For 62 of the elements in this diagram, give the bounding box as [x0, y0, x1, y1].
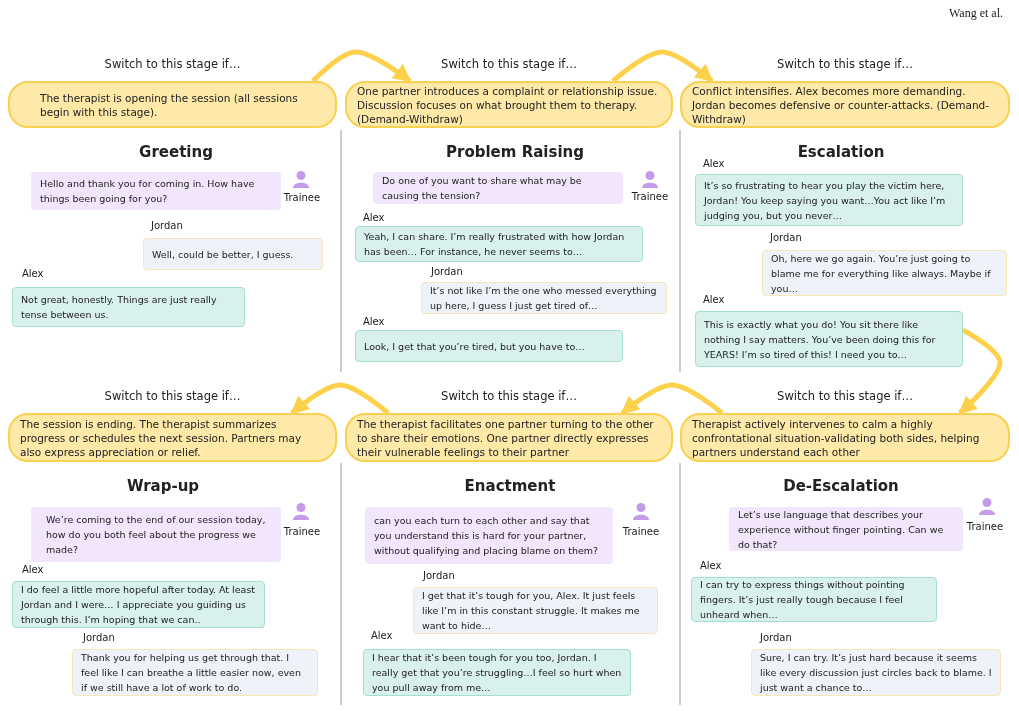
stage-title: De-Escalation: [783, 477, 899, 495]
alex-message-bubble: This is exactly what you do! You sit there like nothing I say matters. You’ve been doing this for YEARS! I’m so tired of this! I need you to…: [695, 311, 963, 367]
alex-message-bubble: I hear that it’s been tough for you too, Jordan. I really get that you’re struggling…I feel so hurt when you pull away from me…: [363, 649, 631, 696]
alex-message-bubble: I can try to express things without pointing fingers. It’s just really tough because I feel unheard when…: [691, 577, 937, 622]
condition-box: One partner introduces a complaint or relationship issue. Discussion focuses on what brought them to therapy. (Demand-Withdraw): [345, 81, 673, 128]
speaker-name: Trainee: [283, 192, 321, 203]
speaker-name: Alex: [371, 630, 393, 641]
condition-box: Therapist actively intervenes to calm a highly confrontational situation-validating both sides, helping partners understand each other: [680, 413, 1010, 462]
speaker-name: Jordan: [770, 232, 802, 243]
curved-arrow: [311, 49, 412, 83]
curved-arrow: [958, 327, 1003, 415]
stage-switch-prompt: Switch to this stage if…: [104, 57, 241, 71]
speaker-name: Jordan: [151, 220, 183, 231]
trainee-message-bubble: Hello and thank you for coming in. How have things been going for you?: [31, 172, 281, 210]
speaker-name: Alex: [700, 560, 722, 571]
speaker-name: Trainee: [283, 526, 321, 537]
jordan-message-bubble: Thank you for helping us get through that. I feel like I can breathe a little easier now, even if we still have a lot of work to do.: [72, 649, 318, 696]
jordan-message-bubble: Sure, I can try. It’s just hard because it seems like every discussion just circles back to blame. I just want a chance to…: [751, 649, 1001, 696]
condition-box: The therapist facilitates one partner turning to the other to share their emotions. One partner directly expresses their vulnerable feelings to their partner: [345, 413, 673, 462]
alex-message-bubble: It’s so frustrating to hear you play the victim here, Jordan! You keep saying you want…You act like I’m judging you, but you never…: [695, 174, 963, 226]
stage-switch-prompt: Switch to this stage if…: [777, 57, 913, 71]
alex-message-bubble: Look, I get that you’re tired, but you have to…: [355, 330, 623, 362]
trainee-message-bubble: Let’s use language that describes your experience without finger pointing. Can we do that?: [729, 507, 963, 551]
alex-message-bubble: Not great, honestly. Things are just really tense between us.: [12, 287, 245, 327]
jordan-message-bubble: Oh, here we go again. You’re just going to blame me for everything like always. Maybe if you…: [762, 250, 1007, 296]
jordan-message-bubble: Well, could be better, I guess.: [143, 238, 323, 270]
curved-arrow: [611, 49, 714, 83]
speaker-name: Jordan: [83, 632, 115, 643]
speaker-name: Trainee: [631, 191, 669, 202]
stage-switch-prompt: Switch to this stage if…: [104, 389, 241, 403]
stage-title: Wrap-up: [126, 477, 200, 495]
speaker-name: Jordan: [760, 632, 792, 643]
speaker-name: Alex: [363, 212, 385, 223]
curved-arrow: [620, 382, 724, 415]
speaker-name: Alex: [22, 564, 44, 575]
jordan-message-bubble: I get that it’s tough for you, Alex. It just feels like I’m in this constant struggle. It makes me want to hide…: [413, 587, 658, 634]
trainee-message-bubble: Do one of you want to share what may be causing the tension?: [373, 172, 623, 204]
stage-switch-prompt: Switch to this stage if…: [441, 57, 577, 71]
speaker-name: Alex: [703, 294, 725, 305]
speaker-name: Alex: [22, 268, 44, 279]
speaker-name: Alex: [363, 316, 385, 327]
curved-arrow: [290, 382, 390, 415]
stage-switch-prompt: Switch to this stage if…: [441, 389, 577, 403]
condition-box: The therapist is opening the session (all sessions begin with this stage).: [8, 81, 337, 128]
speaker-name: Alex: [703, 158, 725, 169]
condition-box: The session is ending. The therapist summarizes progress or schedules the next session. Partners may also express appreciation or relief.: [8, 413, 337, 462]
stage-title: Greeting: [139, 143, 213, 161]
stage-switch-prompt: Switch to this stage if…: [777, 389, 913, 403]
author-credit: Wang et al.: [949, 6, 1003, 21]
speaker-name: Trainee: [966, 521, 1004, 532]
stage-title: Enactment: [464, 477, 556, 495]
speaker-name: Trainee: [622, 526, 660, 537]
stage-title: Problem Raising: [446, 143, 584, 161]
alex-message-bubble: I do feel a little more hopeful after today. At least Jordan and I were… I appreciate you guiding us through this. I’m hoping that we can..: [12, 581, 265, 628]
condition-box: Conflict intensifies. Alex becomes more demanding. Jordan becomes defensive or counter-attacks. (Demand-Withdraw): [680, 81, 1010, 128]
trainee-message-bubble: can you each turn to each other and say that you understand this is hard for your partner, without qualifying and placing blame on them?: [365, 507, 613, 564]
jordan-message-bubble: It’s not like I’m the one who messed everything up here, I guess I just get tired of…: [421, 282, 667, 314]
alex-message-bubble: Yeah, I can share. I’m really frustrated with how Jordan has been… For instance, he never seems to…: [355, 226, 643, 262]
speaker-name: Jordan: [431, 266, 463, 277]
stage-title: Escalation: [797, 143, 885, 161]
trainee-message-bubble: We’re coming to the end of our session today, how do you both feel about the progress we made?: [31, 507, 281, 562]
speaker-name: Jordan: [423, 570, 455, 581]
